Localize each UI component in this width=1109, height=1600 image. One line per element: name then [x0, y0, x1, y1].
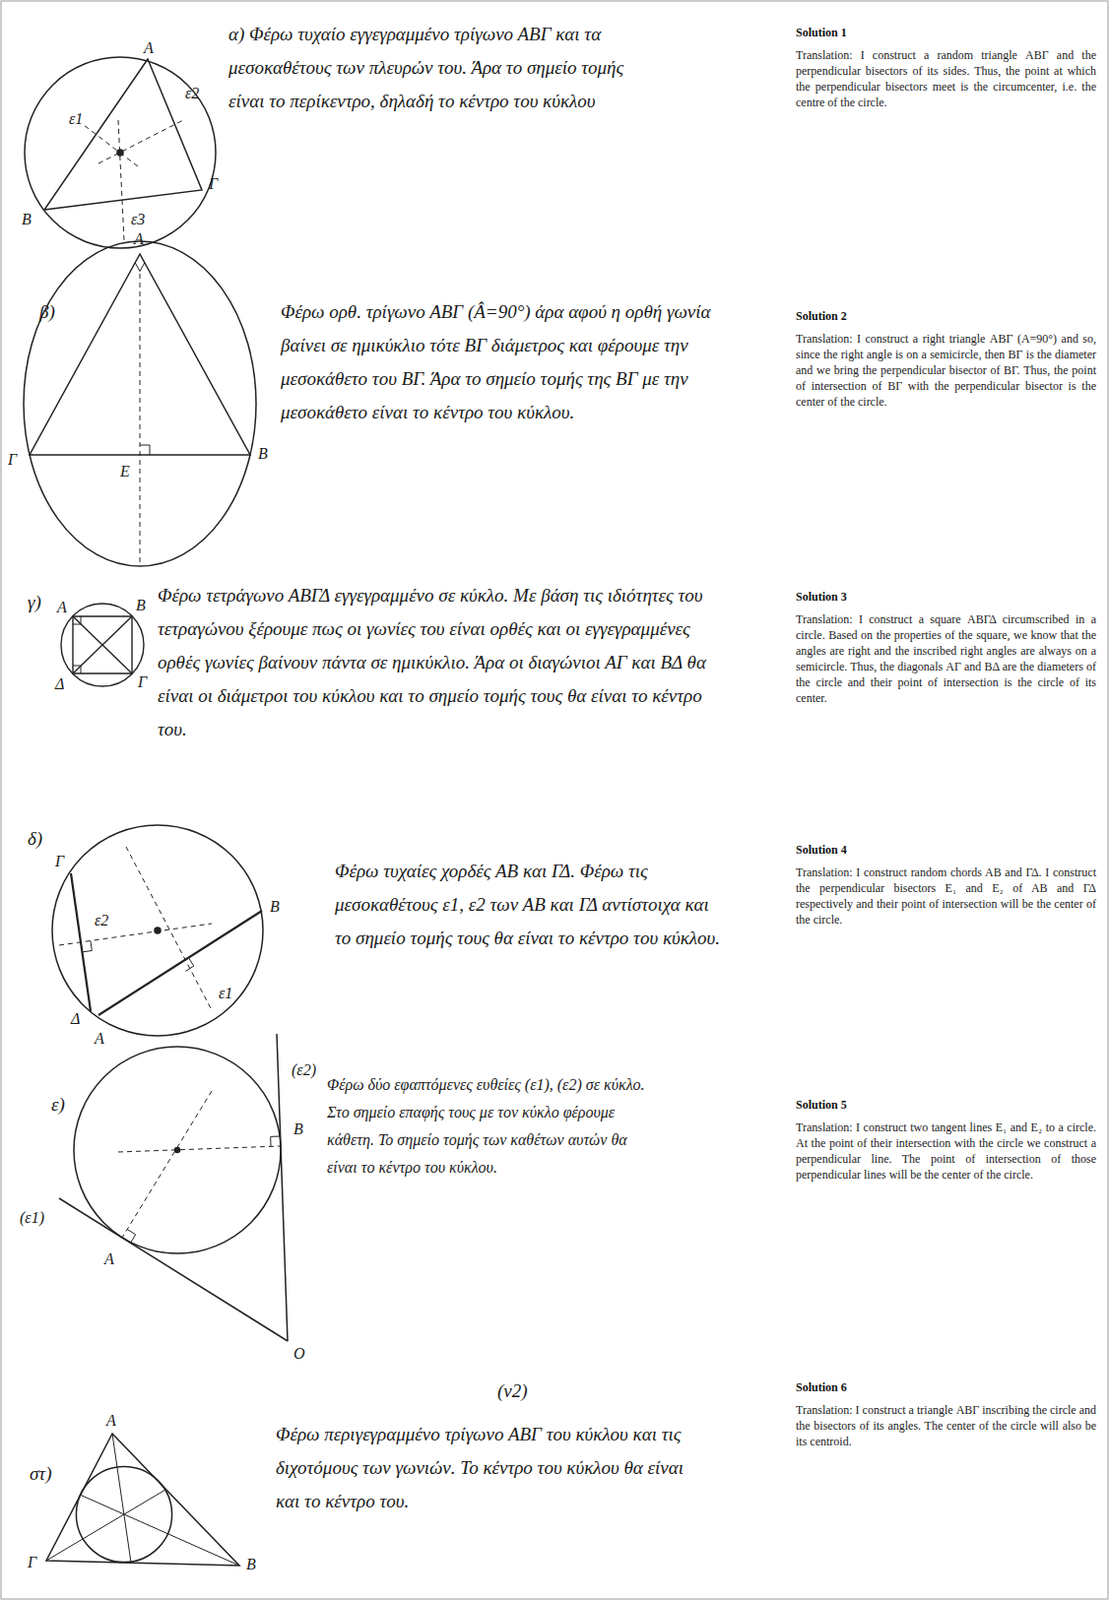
- diagonal: [72, 616, 132, 674]
- point-label: Γ: [7, 451, 17, 469]
- section-marker: (ν2): [497, 1374, 528, 1409]
- point-label: B: [135, 596, 146, 615]
- circle: [73, 1046, 281, 1254]
- section-marker: δ): [27, 822, 43, 856]
- figure-4: [52, 825, 263, 1037]
- figure-6: [46, 1434, 240, 1566]
- right-angle-mark: [270, 1136, 281, 1147]
- handwritten-text: Φέρω περιγεγραμμένο τρίγωνο ΑΒΓ του κύκλ…: [275, 1418, 690, 1519]
- diagonal: [72, 616, 132, 674]
- right-angle-mark: [134, 262, 145, 272]
- point-label: (ε2): [291, 1061, 317, 1080]
- handwritten-text: Φέρω δύο εφαπτόμενες ευθείες (ε1), (ε2) …: [326, 1071, 653, 1182]
- point-label: A: [57, 598, 67, 617]
- point-label: B: [21, 210, 32, 229]
- point-label: Γ: [137, 673, 147, 692]
- point-label: A: [94, 1030, 105, 1048]
- triangle: [44, 59, 202, 210]
- figure-1: [24, 57, 216, 249]
- figure-5: [59, 1034, 288, 1342]
- point-label: ε1: [218, 984, 233, 1003]
- point-label: E: [120, 462, 131, 481]
- point-label: Δ: [55, 675, 65, 694]
- solution-heading: Solution 4: [795, 843, 848, 858]
- figure-3: [61, 603, 144, 687]
- point-label: B: [246, 1556, 257, 1574]
- translation-text: Translation: I construct random chords A…: [795, 864, 1097, 928]
- point-label: ε1: [68, 110, 83, 129]
- section-marker: ε): [51, 1088, 66, 1122]
- center-dot: [117, 149, 124, 156]
- point-label: ε2: [185, 84, 199, 103]
- right-angle-mark: [81, 941, 92, 953]
- bisector-line: [98, 119, 186, 164]
- angle-bisector: [80, 1495, 240, 1566]
- point-label: A: [106, 1412, 117, 1431]
- perpendicular-bisectors: [83, 119, 186, 241]
- bisector-line: [126, 847, 212, 1011]
- point-label: Γ: [55, 852, 65, 871]
- point-label: Δ: [70, 1010, 80, 1029]
- solution-heading: Solution 3: [795, 589, 848, 605]
- tangent-line: [59, 1198, 288, 1342]
- point-label: A: [104, 1250, 115, 1269]
- right-angle-mark: [139, 445, 150, 456]
- point-label: (ε1): [19, 1209, 45, 1228]
- triangle: [46, 1434, 240, 1566]
- section-marker: στ): [29, 1457, 53, 1492]
- chord: [98, 911, 262, 1016]
- translation-text: Translation: I construct two tangent lin…: [795, 1119, 1097, 1183]
- square: [72, 616, 132, 674]
- circle: [23, 241, 257, 567]
- point-label: ε2: [94, 912, 109, 930]
- section-marker: β): [39, 295, 56, 329]
- point-label: Γ: [27, 1554, 37, 1572]
- circle: [52, 825, 263, 1037]
- right-angle-mark: [72, 665, 81, 674]
- solution-heading: Solution 1: [795, 25, 848, 41]
- section-marker: γ): [27, 586, 42, 620]
- right-angle-mark: [185, 958, 194, 973]
- right-angle-mark: [127, 1230, 136, 1244]
- translation-text: Translation: I construct a triangle ΑΒΓ …: [795, 1402, 1097, 1450]
- bisector-line: [118, 120, 125, 241]
- point-label: Γ: [208, 175, 218, 194]
- point-label: ε3: [130, 210, 145, 229]
- handwritten-text: Φέρω τυχαίες χορδές ΑΒ και ΓΔ. Φέρω τις …: [334, 854, 729, 956]
- center-dot: [154, 927, 161, 934]
- point-label: B: [269, 898, 280, 916]
- angle-bisector: [112, 1434, 131, 1564]
- point-label: O: [293, 1345, 306, 1364]
- solution-heading: Solution 5: [795, 1098, 848, 1113]
- translation-text: Translation: I construct a random triang…: [795, 47, 1097, 111]
- solution-heading: Solution 2: [795, 309, 848, 325]
- bisector-line: [139, 273, 141, 566]
- perpendicular-line: [122, 1091, 212, 1239]
- right-angle-mark: [72, 616, 81, 625]
- bisector-line: [59, 923, 212, 946]
- bisector-line: [83, 125, 138, 167]
- handwritten-text: α) Φέρω τυχαίο εγγεγραμμένο τρίγωνο ΑΒΓ …: [228, 17, 662, 119]
- circle: [24, 57, 216, 249]
- solution-heading: Solution 6: [795, 1380, 848, 1396]
- point-label: A: [143, 39, 154, 58]
- translation-text: Translation: I construct a square ΑΒΓΔ c…: [795, 611, 1097, 707]
- point-label: B: [258, 445, 268, 463]
- translation-text: Translation: I construct a right triangl…: [795, 330, 1097, 410]
- circle: [61, 603, 144, 687]
- perpendicular-bisectors: [59, 847, 212, 1011]
- handwritten-text: Φέρω τετράγωνο ΑΒΓΔ εγγεγραμμένο σε κύκλ…: [157, 579, 710, 747]
- handwritten-text: Φέρω ορθ. τρίγωνο ΑΒΓ (Â=90°) άρα αφού η…: [280, 295, 715, 430]
- point-label: B: [293, 1120, 304, 1139]
- figure-2: [23, 241, 257, 567]
- perpendicular-lines: [118, 1091, 281, 1239]
- perpendicular-line: [118, 1146, 281, 1153]
- center-dot: [175, 1148, 181, 1154]
- point-label: A: [133, 230, 144, 249]
- tangent-line: [276, 1034, 288, 1342]
